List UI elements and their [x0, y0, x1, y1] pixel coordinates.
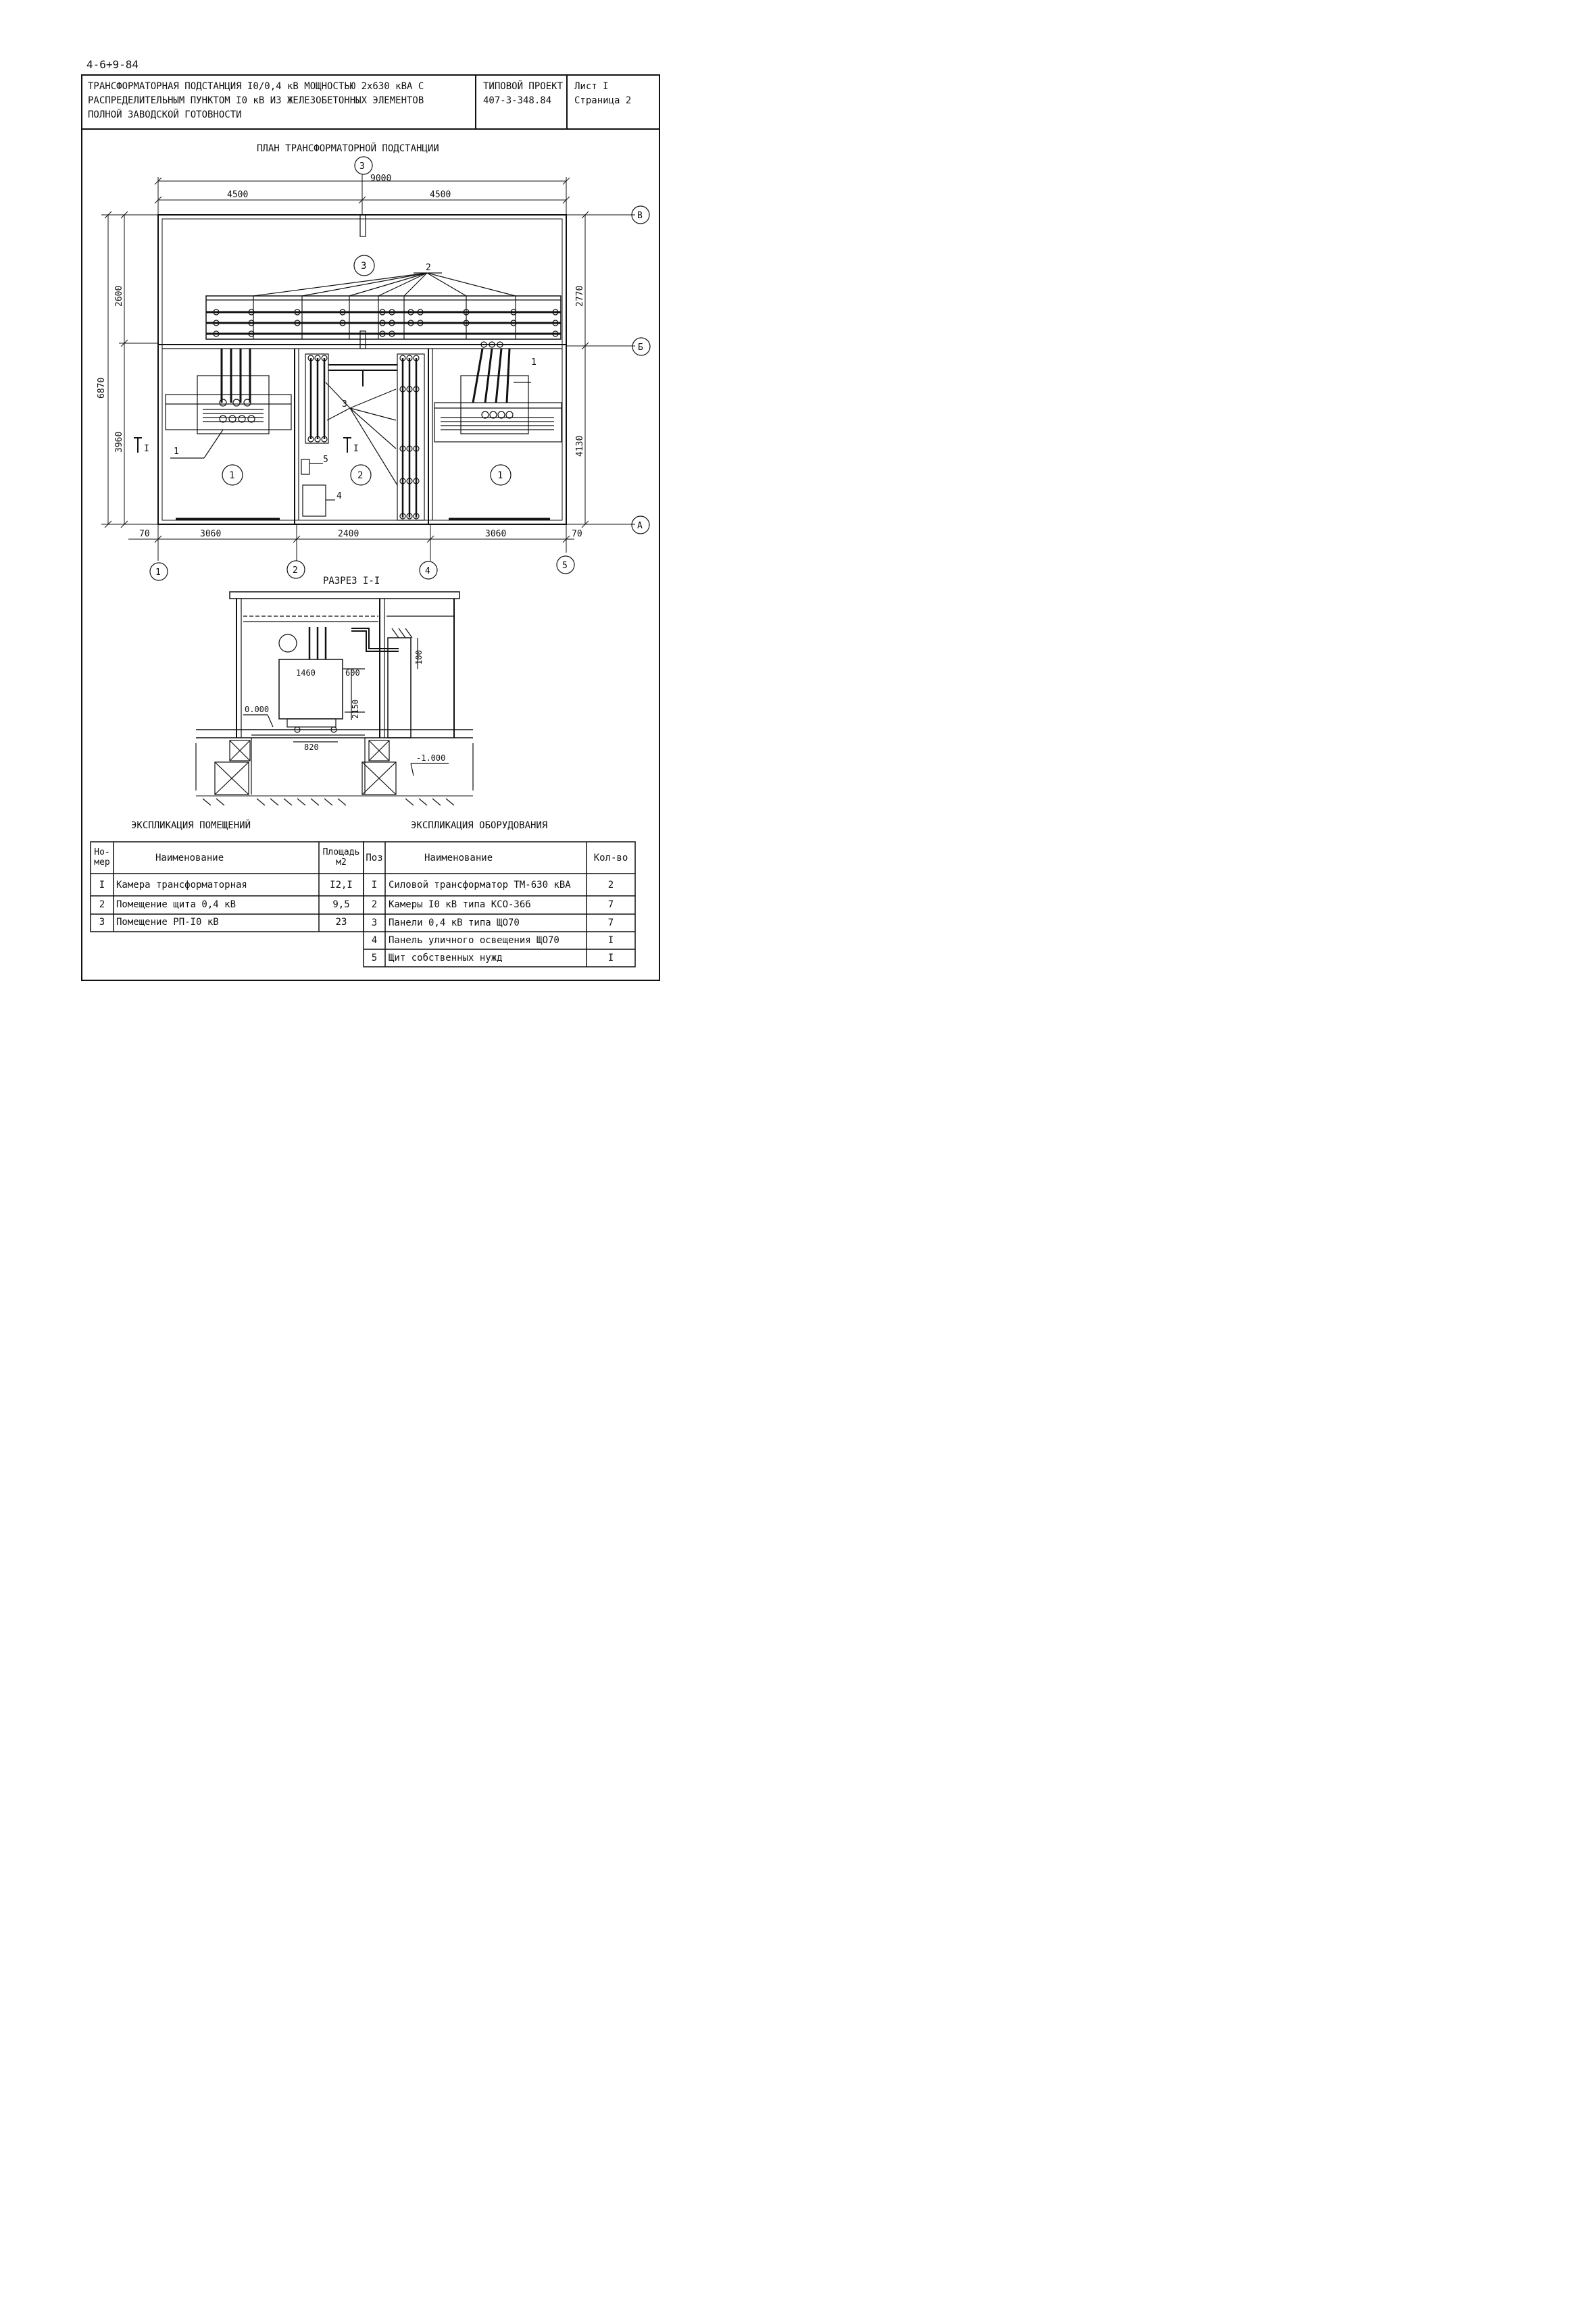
- item-2: 2: [426, 263, 431, 273]
- equip-row-1-pos: I: [371, 880, 378, 890]
- dim-half-right: 4500: [430, 190, 451, 200]
- item-5: 5: [323, 455, 328, 465]
- transformer-left: [165, 349, 292, 520]
- title-block-name: ТРАНСФОРМАТОРНАЯ ПОДСТАНЦИЯ I0/0,4 кВ МО…: [81, 74, 476, 130]
- title-line-3: ПОЛНОЙ ЗАВОДСКОЙ ГОТОВНОСТИ: [88, 109, 242, 120]
- document-code: 4-6+9-84: [86, 58, 139, 71]
- item-3: 3: [342, 399, 347, 409]
- axis-2-label: 2: [293, 565, 298, 576]
- drawing-svg: ПЛАН ТРАНСФОРМАТОРНОЙ ПОДСТАНЦИИ 9000 45…: [90, 142, 651, 967]
- equip-row-3-name: Панели 0,4 кВ типа ЩО70: [389, 917, 520, 928]
- plan-dimensions: [101, 174, 635, 561]
- rooms-row-3-num: 3: [99, 917, 105, 928]
- dim-right-top: 2770: [575, 286, 585, 307]
- rooms-row-2-name: Помещение щита 0,4 кВ: [116, 899, 236, 910]
- title-line-1: ТРАНСФОРМАТОРНАЯ ПОДСТАНЦИЯ I0/0,4 кВ МО…: [88, 81, 424, 92]
- axis-b-label: Б: [638, 343, 643, 353]
- dim-70-left: 70: [139, 529, 150, 539]
- equip-row-4-qty: I: [607, 935, 614, 946]
- rooms-row-1-num: I: [99, 880, 105, 890]
- dim-left-top: 2600: [114, 286, 124, 307]
- drawing-frame: [81, 74, 660, 981]
- dim-2150: 2150: [351, 699, 360, 719]
- section-title: РАЗРЕЗ I-I: [323, 576, 380, 586]
- plan-building-outline: [157, 214, 567, 525]
- item-4: 4: [336, 491, 342, 501]
- project-line-2: 407-3-348.84: [483, 95, 552, 106]
- rooms-header-name: Наименование: [155, 853, 224, 863]
- equip-row-3-qty: 7: [607, 917, 614, 928]
- equip-header-name: Наименование: [424, 853, 493, 863]
- dim-left-total: 6870: [97, 378, 107, 399]
- equip-header-qty: Кол-во: [593, 853, 628, 863]
- rooms-row-3-area: 23: [335, 917, 347, 928]
- equip-row-4-name: Панель уличного освещения ЩО70: [389, 935, 559, 946]
- item-1-right: 1: [531, 357, 537, 368]
- section-drawing: [195, 591, 474, 806]
- rooms-header-area: Площадь м2: [322, 847, 360, 867]
- project-line-1: ТИПОВОЙ ПРОЕКТ: [483, 81, 564, 92]
- rooms-header-num: Но-мер: [94, 847, 110, 867]
- dim-total: 9000: [370, 174, 391, 184]
- equip-row-1-name: Силовой трансформатор ТМ-630 кВА: [389, 880, 571, 890]
- rooms-row-1-area: I2,I: [330, 880, 353, 890]
- table-grid: [90, 841, 636, 967]
- axis-3-label: 3: [359, 161, 365, 172]
- dim-3060-right: 3060: [485, 529, 506, 539]
- rooms-row-3-name: Помещение РП-I0 кВ: [116, 917, 219, 928]
- item-1-left: 1: [174, 447, 179, 457]
- sheet-line-1: Лист I: [574, 81, 609, 92]
- equip-row-1-qty: 2: [607, 880, 614, 890]
- equip-row-3-pos: 3: [371, 917, 378, 928]
- level-0: 0.000: [245, 705, 269, 714]
- room-circles: [222, 255, 512, 486]
- level-minus-1: -1.000: [416, 753, 445, 763]
- equip-row-2-qty: 7: [607, 899, 614, 910]
- rooms-row-1-name: Камера трансформаторная: [116, 880, 247, 890]
- rooms-table-title: ЭКСПЛИКАЦИЯ ПОМЕЩЕНИЙ: [131, 820, 251, 831]
- dim-600: 600: [345, 668, 360, 678]
- axis-a-label: А: [637, 521, 643, 531]
- transformer-right: [434, 341, 562, 520]
- equip-row-5-name: Щит собственных нужд: [389, 953, 503, 963]
- equip-header-pos: Поз: [366, 853, 383, 863]
- equip-row-2-name: Камеры I0 кВ типа КСО-366: [389, 899, 531, 910]
- axis-v-label: В: [637, 211, 643, 221]
- dim-left-bottom: 3960: [114, 432, 124, 453]
- dim-100: 100: [414, 650, 424, 665]
- axis-5-label: 5: [562, 561, 568, 571]
- dim-3060-left: 3060: [200, 529, 221, 539]
- dim-half-left: 4500: [227, 190, 248, 200]
- dim-820: 820: [304, 743, 319, 752]
- equipment-table-title: ЭКСПЛИКАЦИЯ ОБОРУДОВАНИЯ: [411, 820, 548, 831]
- room-1-right: 1: [497, 470, 503, 481]
- equip-row-5-qty: I: [607, 953, 614, 963]
- title-block-project: ТИПОВОЙ ПРОЕКТ 407-3-348.84: [476, 74, 568, 130]
- rooms-row-2-area: 9,5: [332, 899, 350, 910]
- equip-row-5-pos: 5: [371, 953, 378, 963]
- section-mark-right: I: [353, 444, 359, 454]
- panels-04kv: [301, 353, 425, 521]
- section-mark-left: I: [144, 444, 149, 454]
- axis-1-label: 1: [155, 568, 161, 578]
- section-marks: [134, 437, 351, 453]
- equip-row-4-pos: 4: [371, 935, 378, 946]
- dim-70-right: 70: [572, 529, 582, 539]
- title-block-sheet: Лист I Страница 2: [568, 74, 660, 130]
- title-line-2: РАСПРЕДЕЛИТЕЛЬНЫМ ПУНКТОМ I0 кВ ИЗ ЖЕЛЕЗ…: [88, 95, 424, 106]
- rooms-row-2-num: 2: [99, 899, 105, 910]
- axis-bubbles: [149, 156, 651, 581]
- dim-2400: 2400: [338, 529, 359, 539]
- room-2: 2: [357, 470, 363, 481]
- sheet-line-2: Страница 2: [574, 95, 632, 106]
- room-1-left: 1: [229, 470, 234, 481]
- axis-4-label: 4: [425, 566, 430, 576]
- room-3: 3: [361, 261, 366, 272]
- plan-title: ПЛАН ТРАНСФОРМАТОРНОЙ ПОДСТАНЦИИ: [257, 142, 439, 154]
- rp10-cells: [205, 272, 562, 340]
- dim-right-bottom: 4130: [575, 436, 585, 457]
- equip-row-2-pos: 2: [371, 899, 378, 910]
- dim-1460: 1460: [296, 668, 316, 678]
